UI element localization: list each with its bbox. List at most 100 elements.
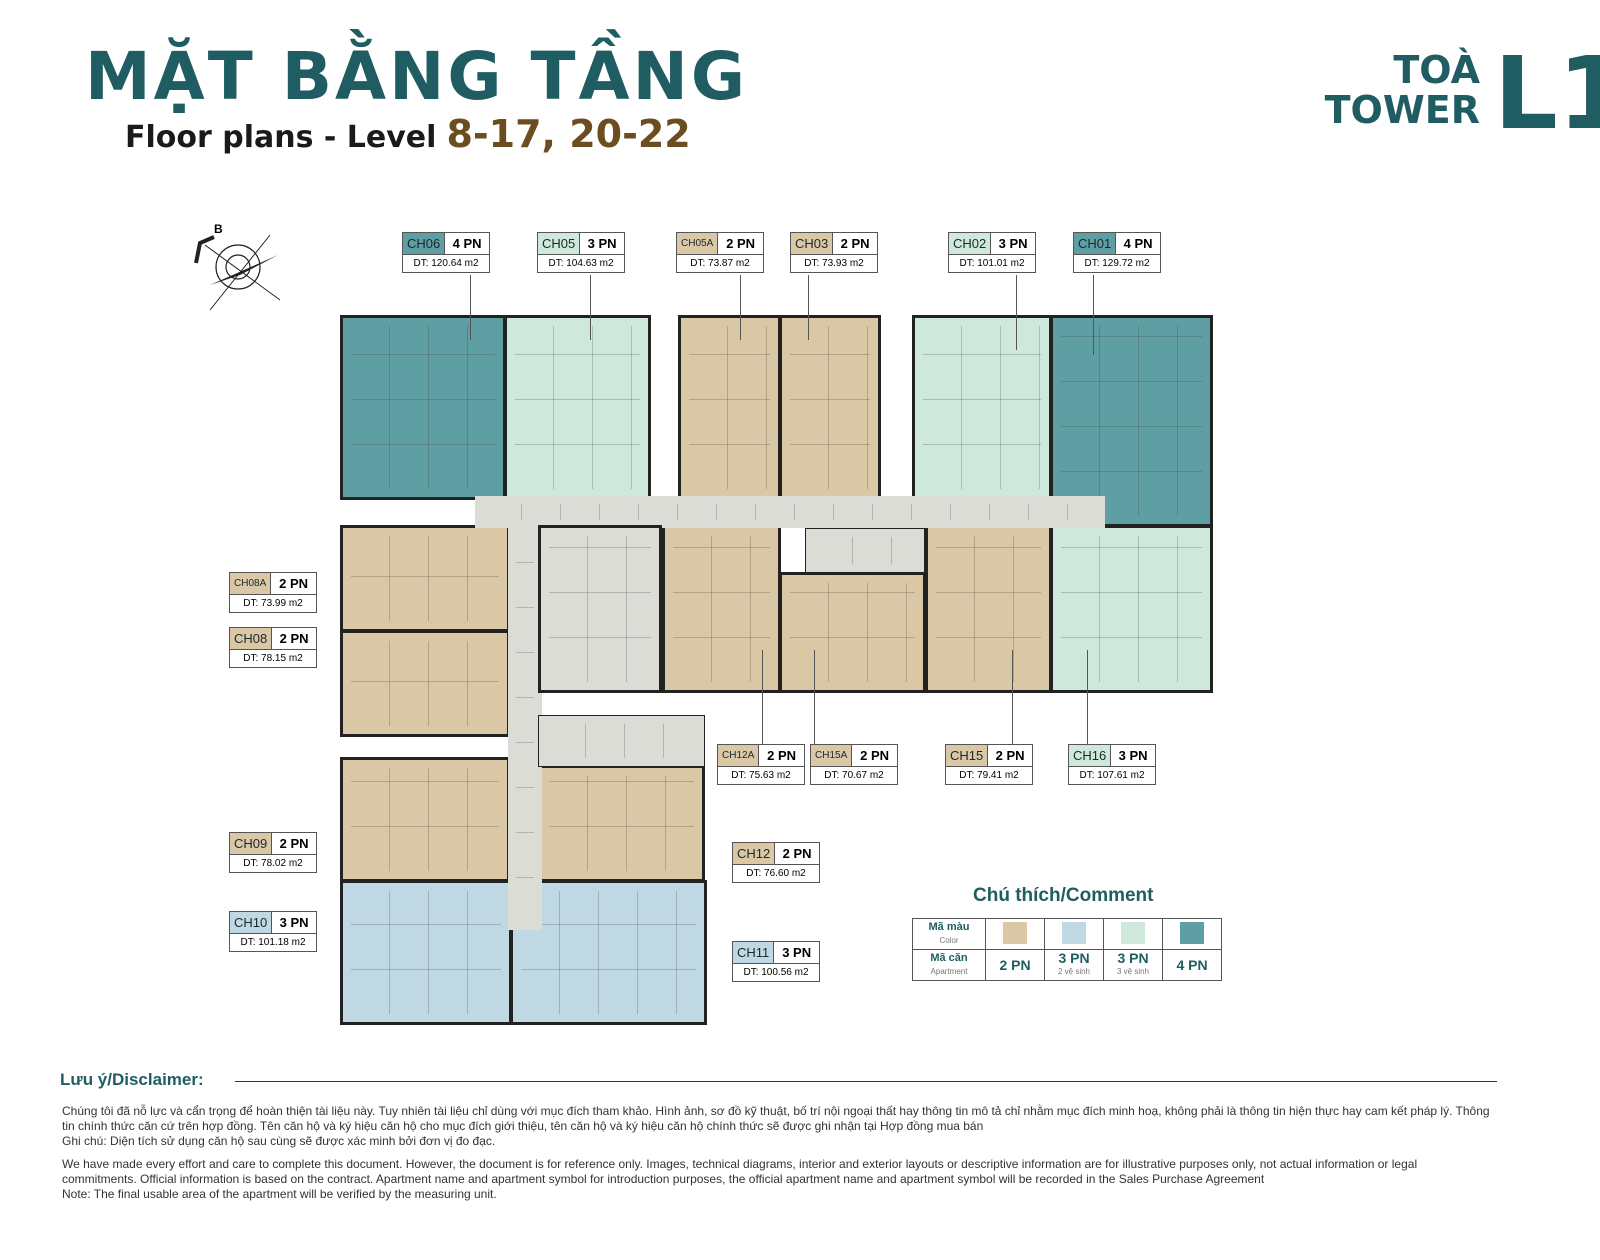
unit-ch05[interactable] (504, 315, 651, 500)
unit-ch03[interactable] (779, 315, 881, 500)
unit-ch16[interactable] (1050, 525, 1213, 693)
unit-area: DT: 73.99 m2 (243, 598, 303, 609)
unit-area: DT: 101.01 m2 (959, 258, 1025, 269)
swatch-teal (1180, 922, 1204, 944)
legend-item: 4 PN (1162, 949, 1222, 981)
unit-area: DT: 120.64 m2 (413, 258, 479, 269)
unit-label-ch05[interactable]: CH05 3 PN DT: 104.63 m2 (537, 232, 625, 273)
unit-area: DT: 70.67 m2 (824, 770, 884, 781)
page-title: MẶT BẰNG TẦNG (85, 38, 749, 115)
corridor-vertical (508, 525, 542, 930)
unit-area: DT: 79.41 m2 (959, 770, 1019, 781)
legend-type-label: Mã căn (930, 952, 968, 964)
compass-label: B (214, 222, 223, 236)
unit-area: DT: 101.18 m2 (240, 937, 306, 948)
level-range: 8-17, 20-22 (446, 112, 691, 156)
swatch-tan (1003, 922, 1027, 944)
legend-type-sub: Apartment (930, 967, 968, 976)
leader-line (1087, 650, 1088, 744)
unit-area: DT: 129.72 m2 (1084, 258, 1150, 269)
unit-code: CH03 (791, 233, 834, 254)
disclaimer-en-note: Note: The final usable area of the apart… (62, 1187, 497, 1201)
unit-label-ch08a[interactable]: CH08A 2 PN DT: 73.99 m2 (229, 572, 317, 613)
leader-line (808, 275, 809, 340)
disclaimer-vi: Chúng tôi đã nỗ lực và cẩn trọng để hoàn… (62, 1104, 1492, 1149)
unit-bedrooms: 4 PN (1123, 236, 1153, 251)
unit-area: DT: 104.63 m2 (548, 258, 614, 269)
unit-bedrooms: 2 PN (767, 748, 797, 763)
leader-line (470, 275, 471, 340)
legend-note: 3 vệ sinh (1116, 967, 1150, 976)
unit-bedrooms: 2 PN (995, 748, 1025, 763)
unit-label-ch12a[interactable]: CH12A 2 PN DT: 75.63 m2 (717, 744, 805, 785)
unit-bedrooms: 2 PN (726, 236, 756, 251)
leader-line (740, 275, 741, 340)
unit-ch12[interactable] (538, 765, 705, 882)
unit-code: CH15 (946, 745, 989, 766)
unit-code: CH11 (733, 942, 775, 963)
unit-area: DT: 107.61 m2 (1079, 770, 1145, 781)
unit-ch08[interactable] (340, 630, 510, 737)
unit-label-ch15[interactable]: CH15 2 PN DT: 79.41 m2 (945, 744, 1033, 785)
unit-code: CH05 (538, 233, 581, 254)
stair-core-north (805, 528, 925, 573)
unit-ch02[interactable] (912, 315, 1052, 500)
tower-label-vi: TOÀ (1393, 48, 1480, 92)
unit-ch10[interactable] (340, 880, 512, 1025)
leader-line (762, 650, 763, 744)
swatch-blue (1062, 922, 1086, 944)
disclaimer-vi-note: Ghi chú: Diện tích sử dụng căn hộ sau cù… (62, 1134, 496, 1148)
subtitle-text: Floor plans - Level (125, 120, 437, 155)
unit-code: CH16 (1069, 745, 1112, 766)
unit-code: CH05A (677, 233, 719, 254)
legend-pn: 3 PN (1058, 950, 1090, 966)
unit-ch05a[interactable] (678, 315, 781, 500)
disclaimer-en: We have made every effort and care to co… (62, 1157, 1492, 1202)
unit-label-ch16[interactable]: CH16 3 PN DT: 107.61 m2 (1068, 744, 1156, 785)
unit-code: CH08A (230, 573, 272, 594)
unit-ch11[interactable] (510, 880, 707, 1025)
tower-badge: TOÀ TOWER L1 (1324, 44, 1600, 144)
unit-ch12a[interactable] (662, 525, 781, 693)
unit-ch01[interactable] (1050, 315, 1213, 527)
corridor-horizontal (475, 496, 1105, 528)
stair-core (538, 715, 705, 767)
tower-label-en: TOWER (1324, 88, 1480, 132)
unit-ch06[interactable] (340, 315, 506, 500)
leader-line (590, 275, 591, 340)
unit-area: DT: 75.63 m2 (731, 770, 791, 781)
unit-bedrooms: 3 PN (1118, 748, 1148, 763)
leader-line (1016, 275, 1017, 350)
disclaimer-heading: Lưu ý/Disclaimer: (60, 1070, 204, 1089)
unit-ch08a[interactable] (340, 525, 510, 632)
unit-bedrooms: 3 PN (587, 236, 617, 251)
unit-bedrooms: 2 PN (279, 576, 309, 591)
unit-bedrooms: 2 PN (279, 836, 309, 851)
unit-code: CH10 (230, 912, 273, 933)
unit-ch15[interactable] (925, 525, 1052, 693)
unit-bedrooms: 2 PN (782, 846, 812, 861)
leader-line (1093, 275, 1094, 355)
unit-ch15a[interactable] (779, 572, 926, 693)
unit-code: CH12A (718, 745, 760, 766)
unit-ch09[interactable] (340, 757, 510, 882)
unit-bedrooms: 4 PN (452, 236, 482, 251)
unit-area: DT: 100.56 m2 (743, 967, 809, 978)
leader-line (1012, 650, 1013, 744)
unit-code: CH15A (811, 745, 853, 766)
compass-icon: B (194, 222, 281, 311)
